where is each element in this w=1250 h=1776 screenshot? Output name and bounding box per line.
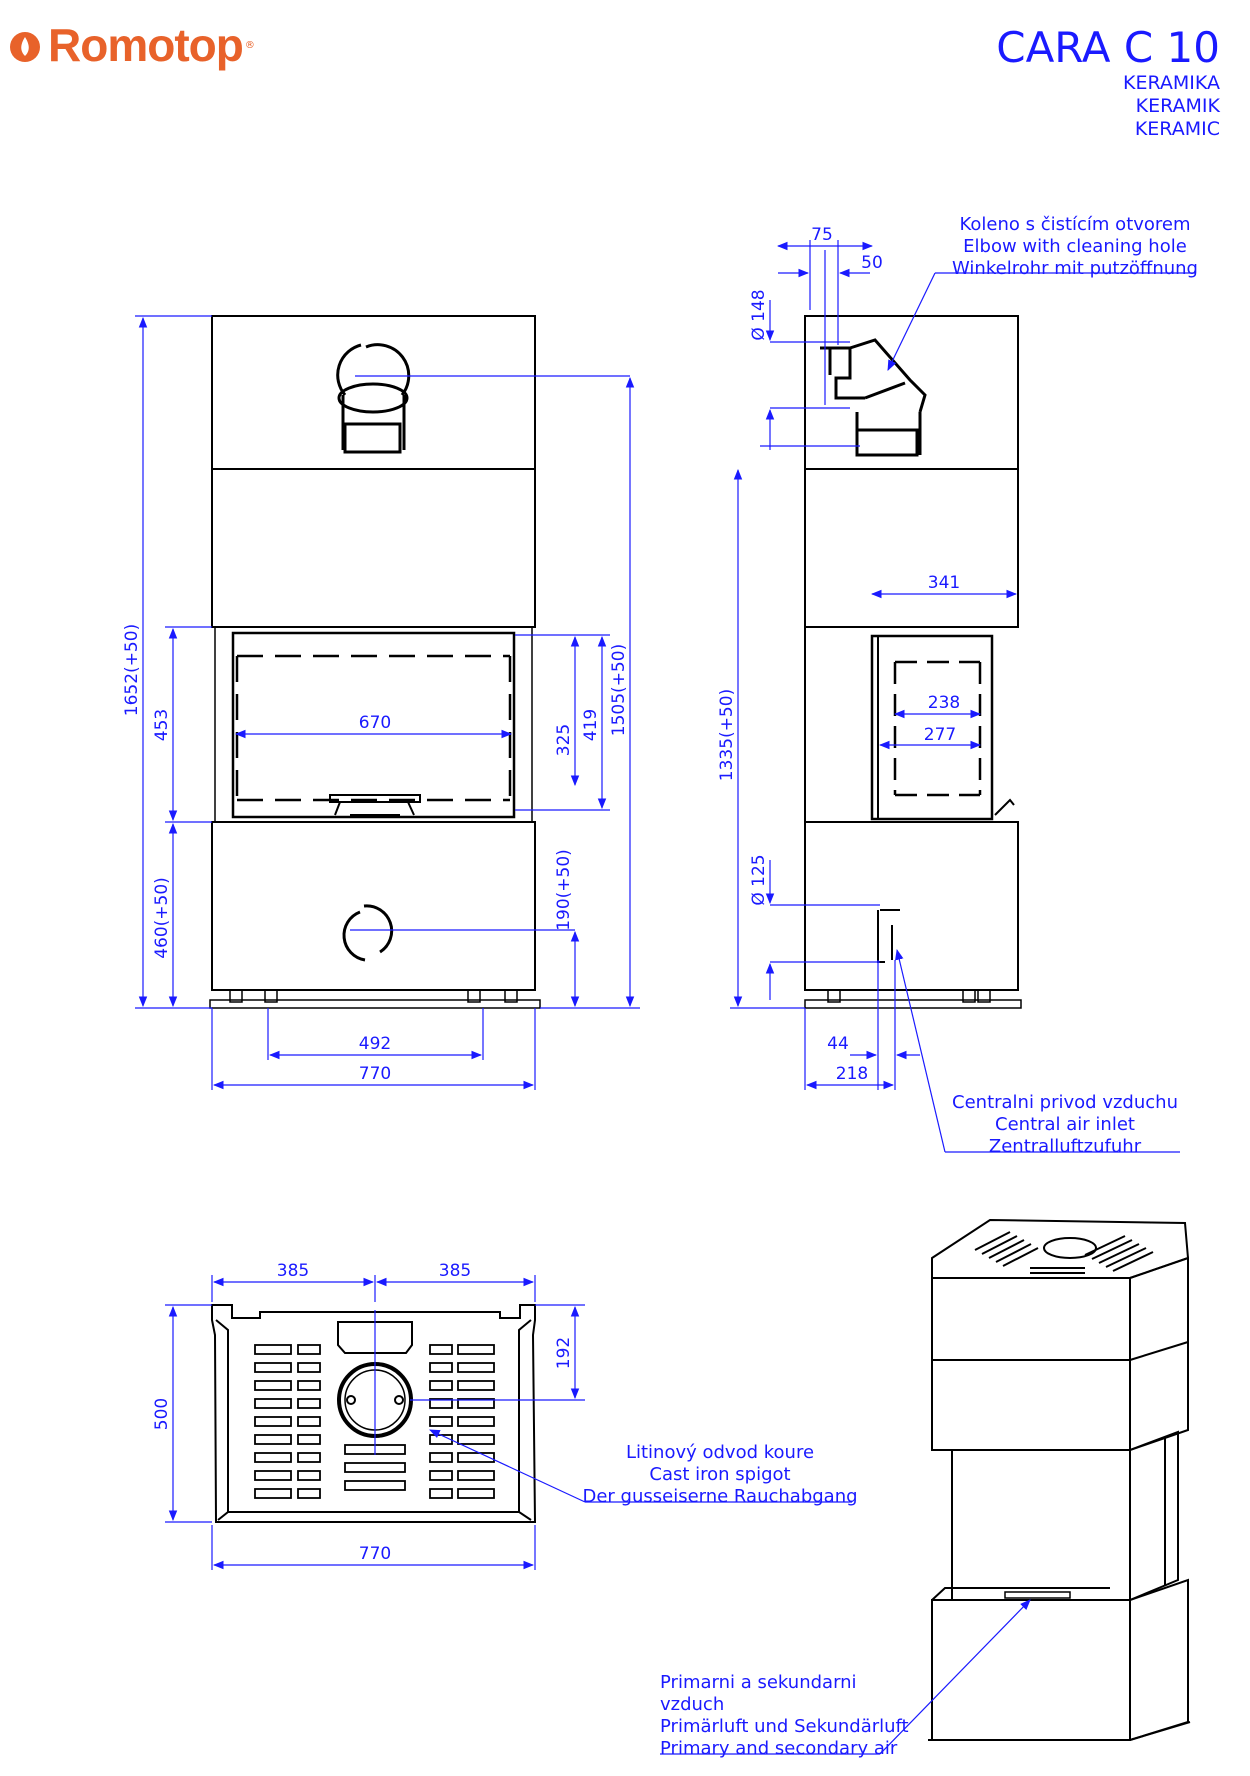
front-view-dimensions — [135, 315, 640, 1090]
dim-top-width: 770 — [359, 1544, 391, 1564]
top-view-dimensions — [165, 1275, 852, 1570]
dim-total-height: 1652(+50) — [122, 624, 142, 716]
front-view-labels: 1652(+50) 453 460(+50) 670 325 419 1505(… — [122, 624, 629, 1084]
side-base-module — [804, 821, 1019, 991]
dim-glass-width: 670 — [359, 713, 391, 733]
side-view — [804, 315, 1022, 1009]
dim-238: 238 — [928, 693, 960, 713]
dim-total-width: 770 — [359, 1064, 391, 1084]
persp-flue-opening — [1043, 1237, 1097, 1259]
dim-air-height: 190(+50) — [554, 849, 574, 931]
adjustable-feet — [229, 989, 518, 1003]
side-glass-frame — [870, 634, 994, 821]
dim-right-half: 385 — [439, 1261, 471, 1281]
dim-flue-diameter: Ø 148 — [749, 289, 769, 340]
flame-icon — [10, 32, 40, 62]
persp-firebox — [951, 1449, 1131, 1601]
variant-de: KERAMIK — [1135, 95, 1220, 117]
dim-50: 50 — [861, 253, 883, 273]
front-flue-outlet — [336, 343, 411, 454]
dim-depth: 500 — [152, 1398, 172, 1430]
door-handle — [994, 798, 1015, 816]
dim-inner-419: 419 — [581, 709, 601, 741]
elbow-label-de: Winkelrohr mit putzöffnung — [952, 258, 1198, 279]
front-glass-frame — [231, 631, 516, 819]
dim-feet-spacing: 492 — [359, 1034, 391, 1054]
dim-75: 75 — [811, 225, 833, 245]
air-label-en: Central air inlet — [995, 1114, 1135, 1135]
front-floor-plate — [209, 999, 541, 1009]
dim-218: 218 — [836, 1064, 868, 1084]
dim-air-diameter: Ø 125 — [749, 854, 769, 905]
elbow-pipe — [820, 338, 927, 457]
persp-upper-body — [931, 1277, 1131, 1451]
dim-left-half: 385 — [277, 1261, 309, 1281]
air-label-cz: Centralni privod vzduchu — [952, 1092, 1178, 1113]
perspective-labels: Primarni a sekundarni vzduch Primärluft … — [660, 1672, 909, 1759]
perspective-view — [928, 1218, 1191, 1741]
persp-top-face — [931, 1218, 1190, 1279]
dim-44: 44 — [827, 1034, 849, 1054]
air-label-cz-2: vzduch — [660, 1694, 724, 1715]
air-label-de: Zentralluftzufuhr — [989, 1136, 1142, 1157]
dim-277: 277 — [924, 725, 956, 745]
dim-flue-center-height: 1505(+50) — [609, 644, 629, 736]
top-view-labels: 385 385 500 192 770 Litinový odvod koure… — [152, 1261, 858, 1564]
dim-glass-depth: 341 — [928, 573, 960, 593]
elbow-label-en: Elbow with cleaning hole — [963, 236, 1187, 257]
side-upper-module — [804, 468, 1019, 628]
side-air-inlet — [877, 909, 900, 963]
flue-collar — [337, 1321, 413, 1354]
dim-glass-height: 453 — [152, 709, 172, 741]
front-top-module — [211, 315, 536, 470]
title-block: CARA C 10 KERAMIKA KERAMIK KERAMIC — [996, 24, 1220, 141]
persp-top-vents — [974, 1231, 1154, 1274]
top-outline — [211, 1304, 537, 1523]
front-upper-module — [211, 468, 536, 628]
variant-en: KERAMIC — [1134, 118, 1220, 140]
dim-flue-offset: 192 — [554, 1337, 574, 1369]
front-base-module — [211, 821, 536, 991]
spigot-label-en: Cast iron spigot — [649, 1464, 790, 1485]
model-title: CARA C 10 — [996, 23, 1220, 72]
side-view-labels: 75 50 Ø 148 341 238 277 1335(+50) Ø 125 … — [717, 214, 1198, 1157]
dim-base-height: 460(+50) — [152, 877, 172, 959]
spigot-label-cz: Litinový odvod koure — [626, 1442, 814, 1463]
brand-registered: ® — [244, 39, 255, 51]
perspective-dimensions — [660, 1599, 1031, 1755]
variant-cz: KERAMIKA — [1122, 72, 1220, 94]
front-air-inlet — [342, 904, 394, 962]
brand-logo: Romotop® — [8, 18, 255, 72]
side-floor-plate — [804, 999, 1022, 1009]
dim-side-height: 1335(+50) — [717, 689, 737, 781]
air-label-en-persp: Primary and secondary air — [660, 1738, 898, 1759]
air-label-cz-1: Primarni a sekundarni — [660, 1672, 857, 1693]
side-view-dimensions — [730, 240, 1195, 1153]
top-view — [211, 1304, 537, 1523]
ash-grate — [329, 794, 421, 816]
brand-name: Romotop — [48, 19, 244, 71]
air-label-de-persp: Primärluft und Sekundärluft — [660, 1716, 909, 1737]
front-view — [209, 315, 541, 1009]
dim-inner-325: 325 — [554, 724, 574, 756]
elbow-label-cz: Koleno s čistícím otvorem — [959, 214, 1190, 235]
spigot-label-de: Der gusseiserne Rauchabgang — [582, 1486, 857, 1507]
